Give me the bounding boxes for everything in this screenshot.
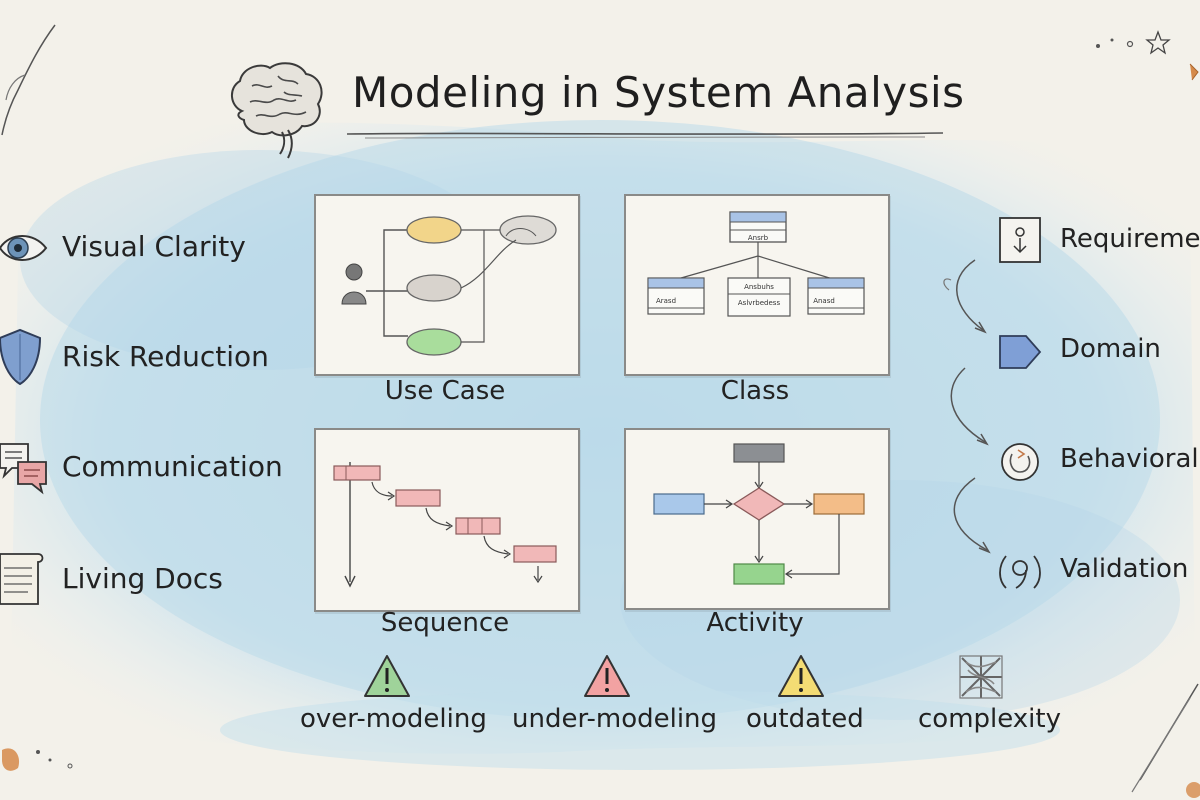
activity-panel — [624, 428, 890, 610]
pitfall-outdated: outdated — [746, 652, 866, 752]
benefit-visual-clarity: Visual Clarity — [0, 218, 300, 278]
class-box-left-label: Arasd — [656, 297, 676, 305]
pitfall-label: over-modeling — [300, 704, 487, 734]
pitfall-over-modeling: over-modeling — [300, 652, 487, 752]
eye-icon — [0, 235, 48, 261]
diagram-label-activity: Activity — [706, 608, 804, 638]
shield-icon — [0, 328, 42, 386]
benefit-label: Living Docs — [62, 562, 223, 595]
requirements-icon — [999, 217, 1041, 263]
flow-connector-arrows — [943, 259, 991, 554]
pitfall-complexity: complexity — [918, 652, 1061, 752]
domain-arrow-icon — [999, 335, 1042, 369]
flow-step-requirements: Requiremen — [996, 212, 1200, 272]
flow-step-label: Behavioral — [1060, 444, 1199, 474]
flow-step-domain: Domain — [996, 322, 1200, 382]
brain-icon — [231, 62, 323, 159]
activity-diagram — [653, 443, 865, 585]
pitfall-label: complexity — [918, 704, 1061, 734]
benefit-communication: Communication — [0, 438, 300, 498]
sequence-panel — [314, 428, 580, 612]
page-title: Modeling in System Analysis — [352, 68, 965, 117]
flow-step-validation: Validation — [996, 542, 1200, 602]
branch-sketch-top-left — [1, 24, 56, 136]
benefit-label: Risk Reduction — [62, 340, 269, 373]
warning-icon — [778, 655, 824, 697]
diagram-label-use-case: Use Case — [384, 376, 506, 406]
pitfall-under-modeling: under-modeling — [512, 652, 717, 752]
validation-icon — [999, 555, 1041, 589]
sequence-diagram — [333, 462, 557, 588]
benefit-label: Communication — [62, 450, 283, 483]
flow-step-label: Domain — [1060, 334, 1161, 364]
use-case-diagram — [341, 215, 557, 356]
class-panel: Ansrb Ansbuhs Aslvrbedess Arasd Anasd — [624, 194, 890, 376]
use-case-panel — [314, 194, 580, 376]
benefit-risk-reduction: Risk Reduction — [0, 328, 300, 388]
class-diagram: Ansrb Ansbuhs Aslvrbedess Arasd Anasd — [647, 211, 865, 317]
speech-bubbles-icon — [0, 443, 47, 495]
pen-sketch-bottom-right — [1131, 683, 1200, 798]
flow-step-label: Requiremen — [1060, 224, 1200, 254]
tangle-icon — [959, 655, 1003, 699]
pitfall-label: under-modeling — [512, 704, 718, 734]
leaf-bottom-left — [2, 748, 73, 771]
pitfall-label: outdated — [746, 704, 864, 734]
behavioral-icon — [1001, 443, 1039, 481]
diagram-label-sequence: Sequence — [380, 608, 510, 638]
class-box-top-label: Ansrb — [748, 234, 769, 242]
benefit-living-docs: Living Docs — [0, 550, 300, 610]
class-box-right-label: Anasd — [813, 297, 835, 305]
benefit-label: Visual Clarity — [62, 230, 246, 263]
stars-top-right — [1096, 30, 1199, 81]
warning-icon — [364, 655, 410, 697]
flow-step-behavioral: Behavioral — [996, 432, 1200, 492]
scroll-icon — [0, 553, 44, 605]
class-box-middle-line2: Aslvrbedess — [738, 299, 781, 307]
title-underline — [346, 132, 944, 139]
warning-icon — [584, 655, 630, 697]
flow-step-label: Validation — [1060, 554, 1189, 584]
class-box-middle-line1: Ansbuhs — [744, 283, 774, 291]
diagram-label-class: Class — [720, 376, 790, 406]
